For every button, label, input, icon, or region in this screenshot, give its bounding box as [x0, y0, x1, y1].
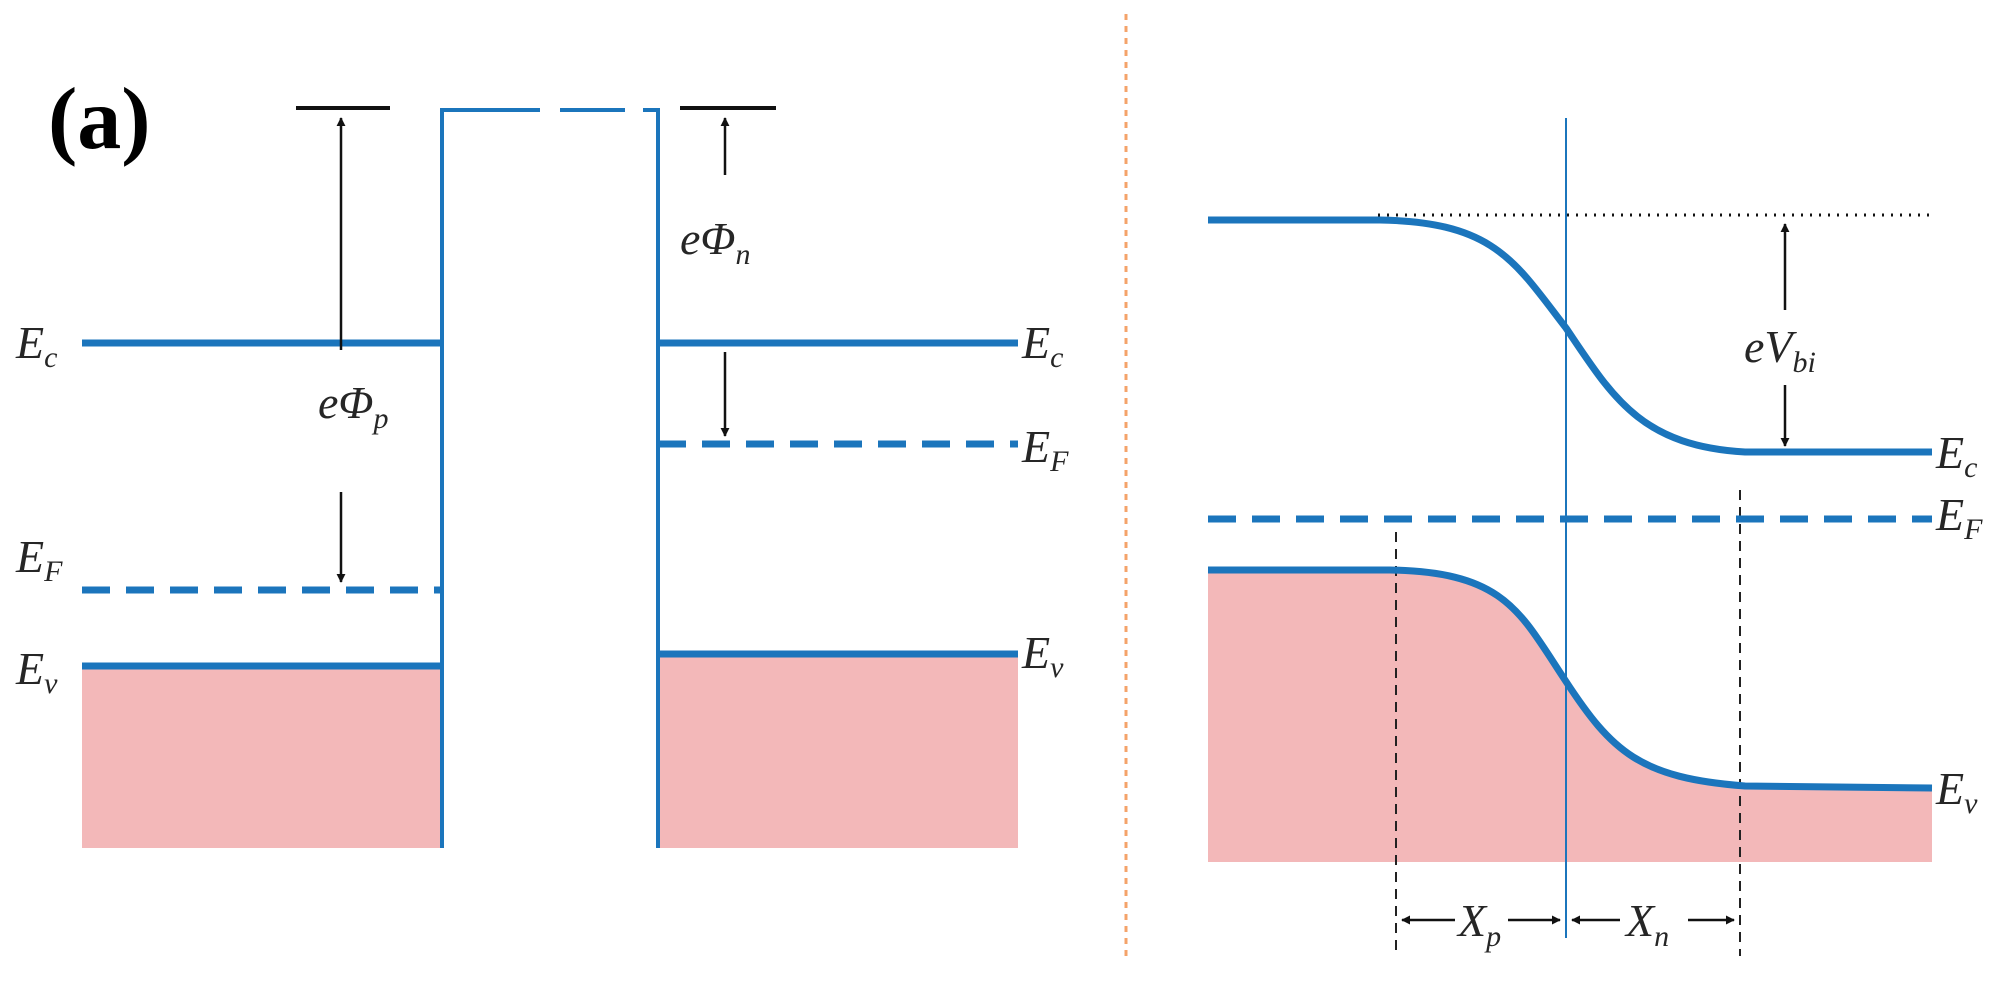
- bent-conduction-band: [1208, 216, 1932, 456]
- label-phi-n: eΦn: [680, 213, 750, 271]
- label-ec-n: Ec: [1021, 317, 1063, 374]
- label-ef-p: EF: [15, 531, 63, 588]
- label-phi-p: eΦp: [318, 377, 388, 435]
- label-xn: Xn: [1624, 895, 1669, 953]
- label-xp: Xp: [1456, 895, 1501, 953]
- label-ec-junction: Ec: [1935, 427, 1977, 484]
- label-ev-p: Ev: [15, 643, 58, 700]
- left-panel: Ec EF Ev eΦp eΦn Ec EF Ev: [15, 106, 1069, 848]
- label-vbi: eVbi: [1744, 321, 1816, 379]
- label-ef-junction: EF: [1935, 489, 1983, 546]
- p-valence-fill: [82, 668, 440, 848]
- junction-valence-fill: [1208, 570, 1932, 862]
- n-valence-fill: [660, 655, 1018, 848]
- bent-valence-band: [1208, 566, 1933, 792]
- right-panel: eVbi Ec EF Ev Xp Xn: [1208, 118, 1983, 956]
- label-ev-junction: Ev: [1935, 763, 1978, 820]
- vacuum-barrier-outline: [440, 108, 660, 848]
- label-ec-p: Ec: [15, 317, 57, 374]
- label-ef-n: EF: [1021, 421, 1069, 478]
- panel-label: (a): [48, 71, 151, 168]
- label-ev-n: Ev: [1021, 627, 1064, 684]
